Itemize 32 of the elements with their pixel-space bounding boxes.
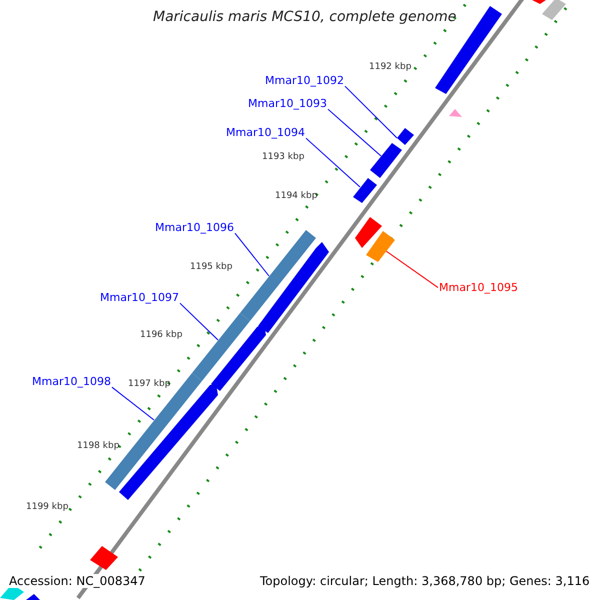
scale-label: 1192 kbp: [369, 62, 412, 73]
gene-feature: [353, 178, 377, 203]
scale-label: 1198 kbp: [77, 441, 120, 452]
gene-label: Mmar10_1096: [155, 221, 234, 234]
scale-label: 1196 kbp: [140, 330, 182, 341]
scale-label: 1197 kbp: [128, 379, 170, 390]
gene-feature: [240, 230, 316, 321]
gene-label: Mmar10_1094: [226, 126, 305, 140]
leader-line: [305, 138, 360, 188]
accession-text: Accession: NC_008347: [9, 574, 146, 588]
scale-label: 1193 kbp: [262, 152, 304, 163]
scale-label: 1199 kbp: [26, 502, 68, 513]
leader-line: [344, 86, 398, 138]
gene-label: Mmar10_1095: [439, 281, 518, 294]
gene-label: Mmar10_1093: [248, 97, 327, 110]
leader-line: [179, 302, 218, 340]
gene-feature: [370, 143, 402, 178]
scale-label: 1194 kbp: [275, 191, 318, 202]
leader-line: [111, 386, 154, 420]
gene-label: Mmar10_1097: [100, 291, 179, 304]
gene-feature: [258, 242, 329, 333]
leader-line: [327, 108, 382, 156]
gene-feature: [192, 313, 250, 381]
map-title: Maricaulis maris MCS10, complete genome: [153, 9, 456, 26]
leader-line: [234, 232, 270, 276]
gene-label: Mmar10_1092: [265, 74, 344, 88]
leader-line: [386, 250, 438, 288]
gene-feature: [397, 128, 414, 145]
scale-label: 1195 kbp: [190, 262, 232, 273]
gene-feature: [366, 231, 395, 262]
genome-summary: Topology: circular; Length: 3,368,780 bp; Genes: 3,116: [260, 574, 590, 588]
gene-label: Mmar10_1098: [32, 375, 111, 388]
